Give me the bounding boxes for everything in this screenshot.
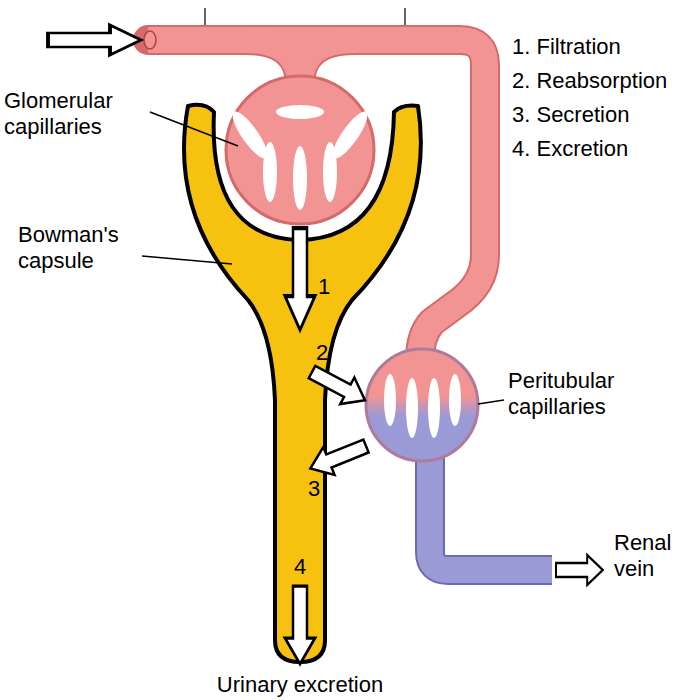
tick-mark	[204, 8, 206, 26]
vein-outline	[430, 450, 552, 570]
legend-step: 1. Filtration	[512, 34, 698, 60]
part-label: Urinary excretion	[200, 672, 400, 698]
artery-opening	[144, 31, 156, 49]
glomerulus	[226, 76, 374, 224]
part-label: Glomerular capillaries	[4, 88, 154, 141]
tick-mark	[404, 8, 406, 26]
capillary-loops	[227, 105, 372, 210]
legend-step: 4. Excretion	[512, 136, 698, 162]
callout-number: 2	[312, 340, 332, 366]
legend-step: 3. Secretion	[512, 102, 698, 128]
peritubular-network	[366, 349, 478, 461]
renal-vein-vessel	[430, 450, 552, 570]
part-label: Bowman's capsule	[18, 222, 148, 275]
callout-number: 3	[304, 476, 324, 502]
legend-step: 2. Reabsorption	[512, 68, 698, 94]
part-label: Peritubular capillaries	[508, 368, 648, 421]
capillary-loops	[384, 374, 461, 438]
part-label: Renal vein	[614, 530, 694, 583]
callout-number: 4	[290, 554, 310, 580]
leader-line	[142, 112, 504, 404]
callout-number: 1	[314, 274, 334, 300]
